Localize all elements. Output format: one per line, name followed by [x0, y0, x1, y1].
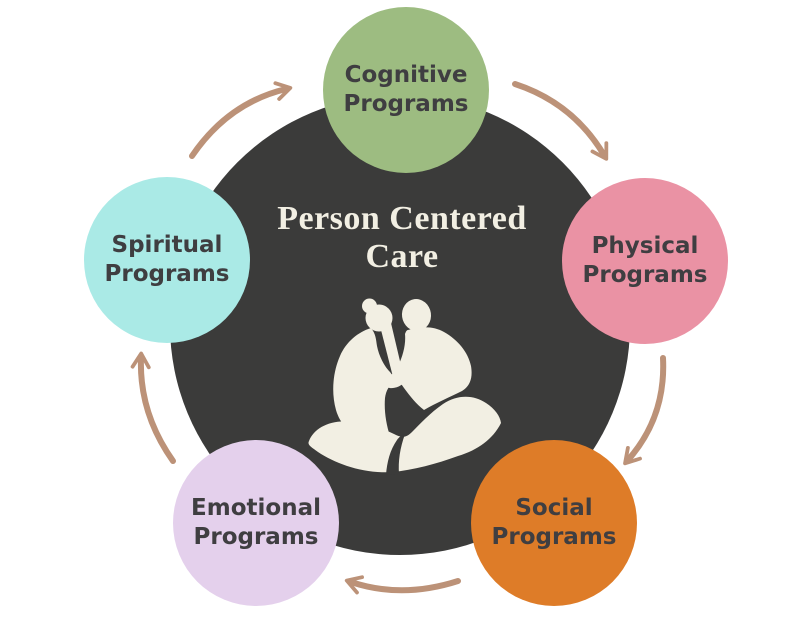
- arrow-spiritual-to-cognitive: [189, 81, 293, 159]
- title-line-1: Person Centered: [277, 200, 527, 237]
- icon-braid: [380, 323, 403, 377]
- node-social-programs: Social Programs: [471, 440, 637, 606]
- node-label-line: Emotional: [191, 495, 321, 521]
- node-emotional-programs: Emotional Programs: [173, 440, 339, 606]
- icon-left-person-hair-bun: [362, 298, 377, 314]
- caring-hands-icon: [308, 298, 501, 475]
- icon-hand-palm: [308, 396, 501, 473]
- node-label-line: Social: [515, 495, 593, 521]
- arrow-emotional-to-spiritual: [130, 351, 176, 464]
- icon-left-person-body: [333, 328, 396, 441]
- node-label-line: Cognitive: [344, 62, 468, 88]
- title-line-2: Care: [365, 238, 439, 275]
- icon-hand-notch: [386, 434, 405, 475]
- node-cognitive-programs: Cognitive Programs: [323, 7, 489, 173]
- node-label-line: Programs: [582, 262, 708, 288]
- node-label-line: Programs: [343, 91, 469, 117]
- node-label-line: Programs: [193, 524, 319, 550]
- node-label-line: Physical: [591, 233, 699, 259]
- icon-joined-hands: [384, 371, 408, 389]
- node-label-line: Programs: [491, 524, 617, 550]
- arrow-social-to-emotional: [344, 575, 461, 595]
- node-label-line: Programs: [104, 261, 230, 287]
- node-label-line: Spiritual: [111, 232, 223, 258]
- arrow-cognitive-to-physical: [512, 81, 609, 161]
- node-physical-programs: Physical Programs: [562, 178, 728, 344]
- diagram-title: Person Centered Care: [242, 200, 562, 276]
- node-spiritual-programs: Spiritual Programs: [84, 177, 250, 343]
- icon-right-person-head: [401, 299, 432, 331]
- icon-right-person-body: [392, 327, 472, 410]
- arrow-physical-to-social: [623, 355, 667, 466]
